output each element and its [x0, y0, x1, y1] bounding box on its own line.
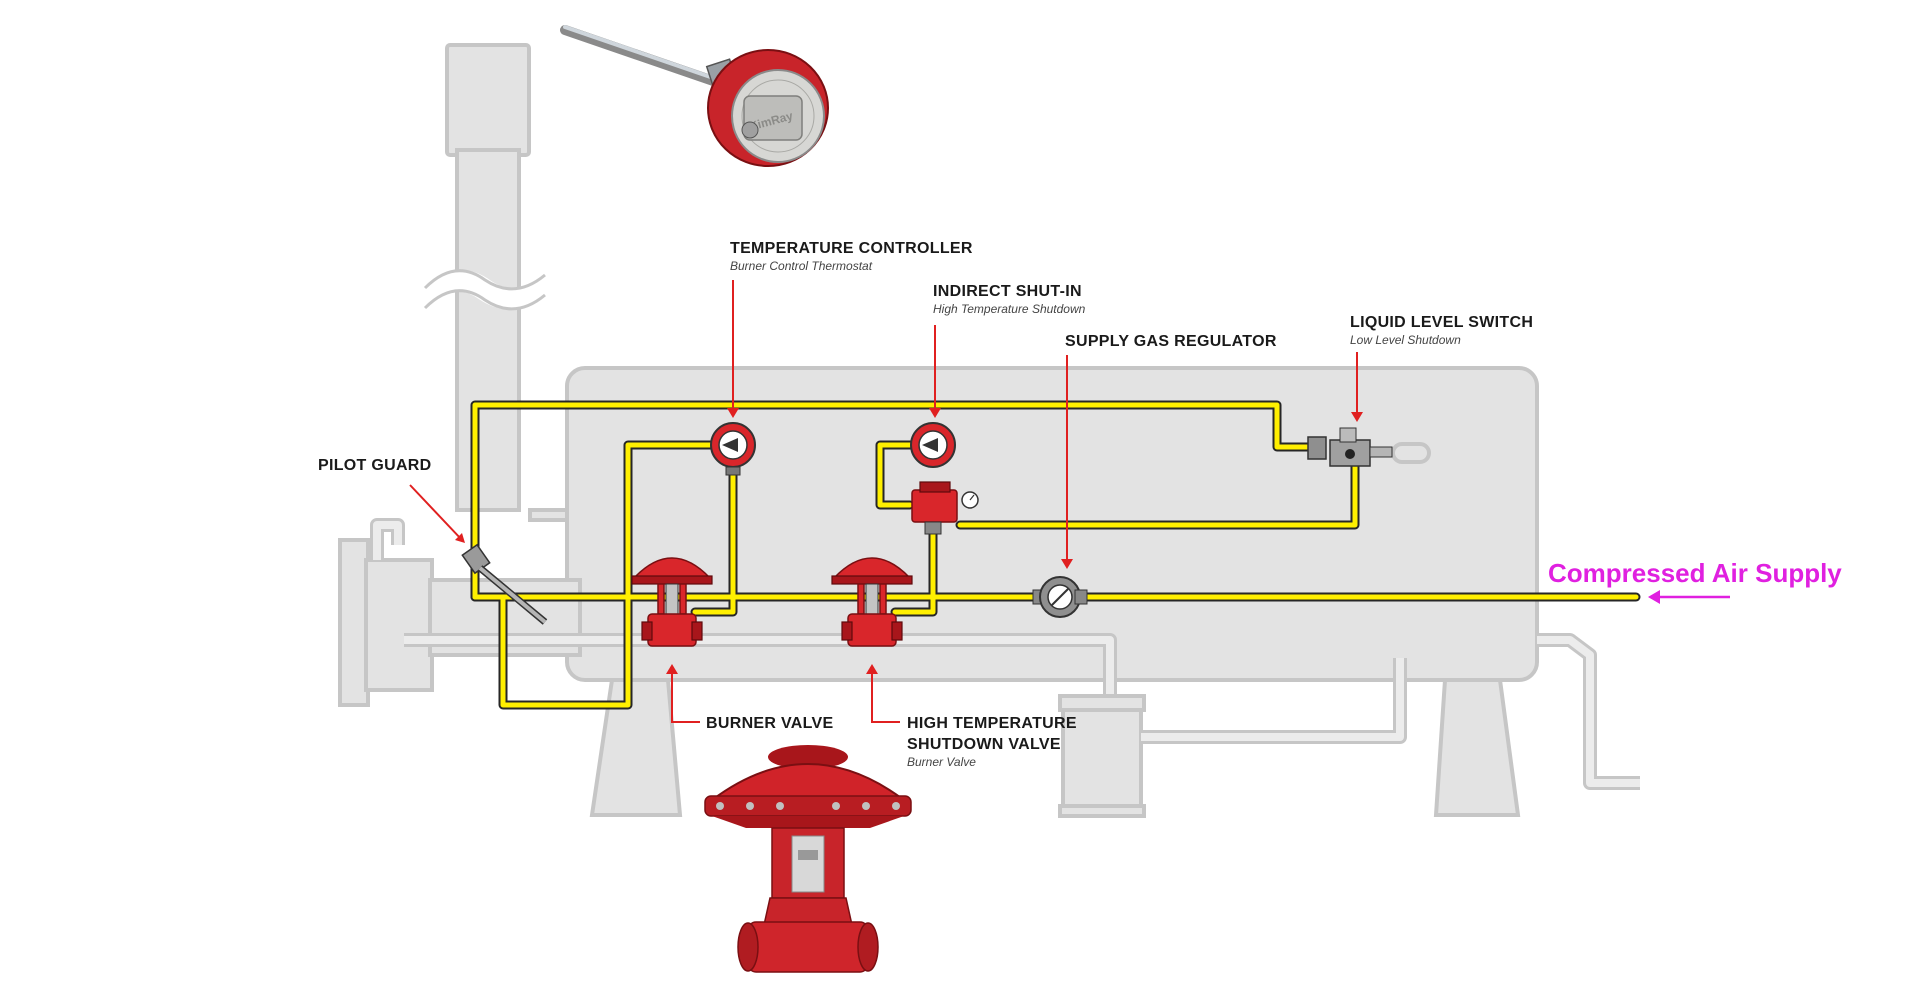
tank-leg-right — [1433, 678, 1521, 817]
high-temp-valve-sublabel: Burner Valve — [907, 755, 976, 769]
temperature-controller-label: TEMPERATURE CONTROLLER — [730, 240, 973, 257]
indirect-shut-in-sublabel: High Temperature Shutdown — [933, 302, 1086, 316]
liquid-level-switch-sublabel: Low Level Shutdown — [1350, 333, 1461, 347]
liquid-level-switch-label: LIQUID LEVEL SWITCH — [1350, 314, 1533, 331]
high-temp-valve-label-line2: SHUTDOWN VALVE — [907, 736, 1061, 753]
regulator-icon — [1032, 576, 1088, 618]
level-switch-icon — [1307, 427, 1393, 467]
pilot-guard-icon — [461, 543, 548, 625]
tank-leg-left — [589, 678, 683, 817]
burner-valve-label: BURNER VALVE — [706, 715, 833, 732]
callout-arrows — [409, 280, 1730, 723]
valve-product-photo — [704, 745, 912, 973]
compressed-air-label: Compressed Air Supply — [1548, 558, 1842, 588]
supply-gas-regulator-label: SUPPLY GAS REGULATOR — [1065, 333, 1277, 350]
shut-in-gauge-icon — [910, 422, 956, 468]
thermostat-gauge-icon — [710, 422, 756, 476]
exhaust-stack — [417, 43, 572, 522]
vessel-background — [338, 43, 1640, 818]
indirect-shut-in-label: INDIRECT SHUT-IN — [933, 283, 1082, 300]
burner-housing — [338, 518, 582, 707]
labels: TEMPERATURE CONTROLLER Burner Control Th… — [318, 240, 1842, 769]
pilot-guard-label: PILOT GUARD — [318, 457, 432, 474]
high-temp-valve-label-line1: HIGH TEMPERATURE — [907, 715, 1077, 732]
temperature-controller-sublabel: Burner Control Thermostat — [730, 259, 873, 273]
burner-valve-icon — [631, 557, 713, 647]
shutdown-valve-icon — [831, 557, 913, 647]
shut-in-relay-icon — [911, 481, 979, 535]
thermostat-product-photo: KimRay — [560, 25, 829, 167]
